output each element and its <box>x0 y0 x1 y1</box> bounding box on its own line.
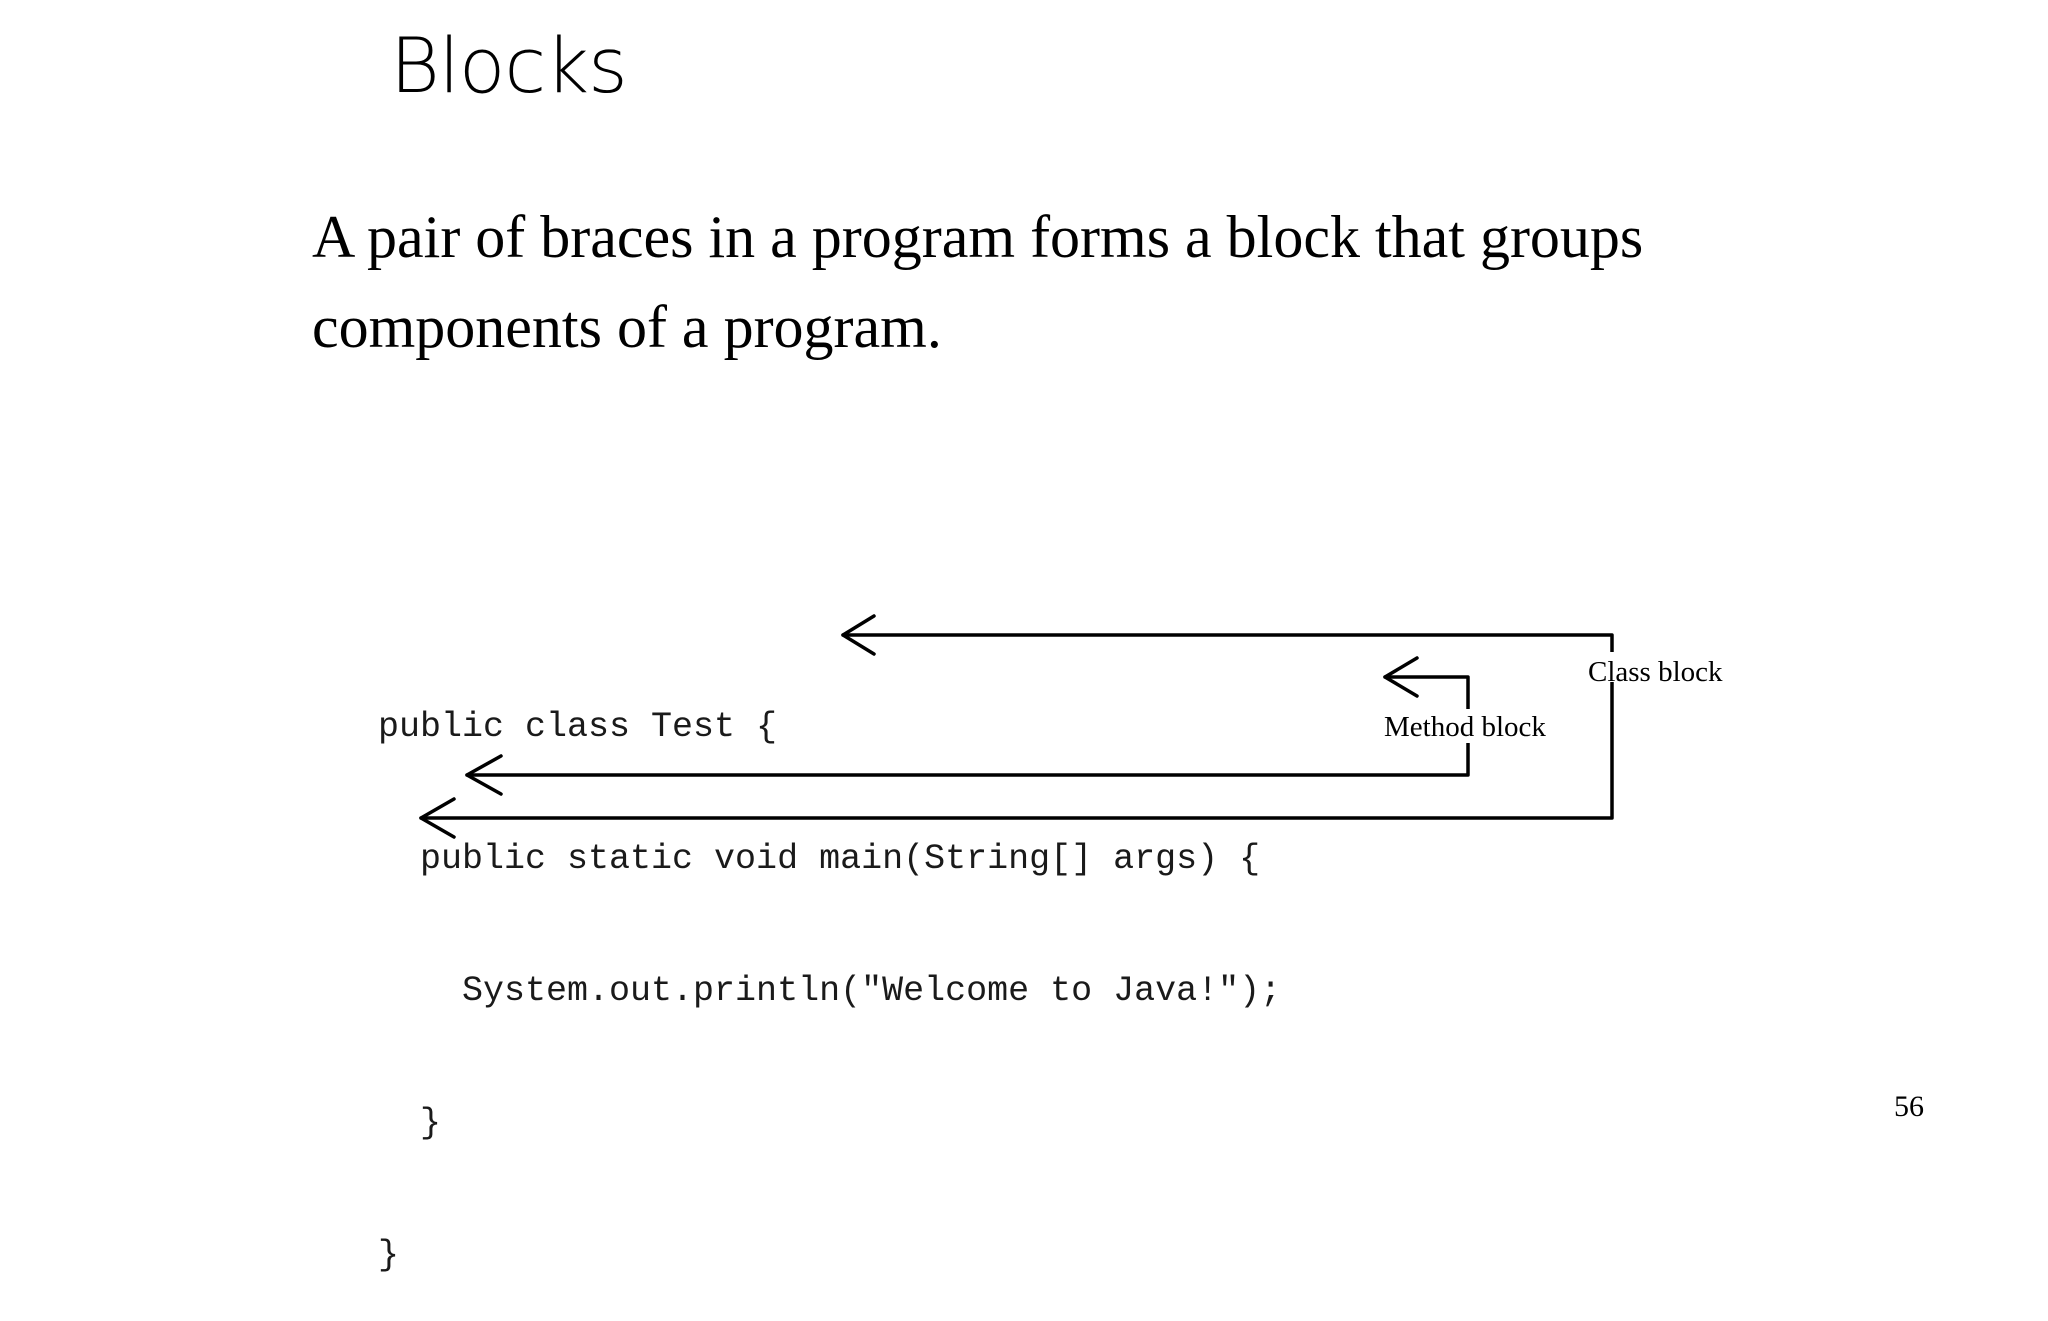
method-close-arrowhead-icon <box>465 754 503 796</box>
code-line-method-declaration: public static void main(String[] args) { <box>378 839 1261 879</box>
page-number: 56 <box>1894 1090 1924 1123</box>
block-arrows-diagram <box>419 614 1614 839</box>
class-close-arrowhead-icon <box>419 797 456 839</box>
slide-title: Blocks <box>390 21 628 110</box>
class-open-arrowhead-icon <box>841 614 876 656</box>
class-block-bracket <box>419 633 1614 820</box>
code-line-class-close-brace: } <box>378 1235 400 1275</box>
slide-body-text: A pair of braces in a program forms a bl… <box>312 204 1644 360</box>
method-block-bracket <box>465 675 1470 777</box>
code-line-println-statement: System.out.println("Welcome to Java!"); <box>378 971 1282 1011</box>
method-block-label: Method block <box>1384 711 1546 743</box>
code-line-class-declaration: public class Test { <box>378 707 778 747</box>
code-block: public class Test { public static void m… <box>378 617 1281 1321</box>
method-open-arrowhead-icon <box>1383 656 1419 698</box>
class-block-label: Class block <box>1588 656 1723 688</box>
code-line-method-close-brace: } <box>378 1103 442 1143</box>
